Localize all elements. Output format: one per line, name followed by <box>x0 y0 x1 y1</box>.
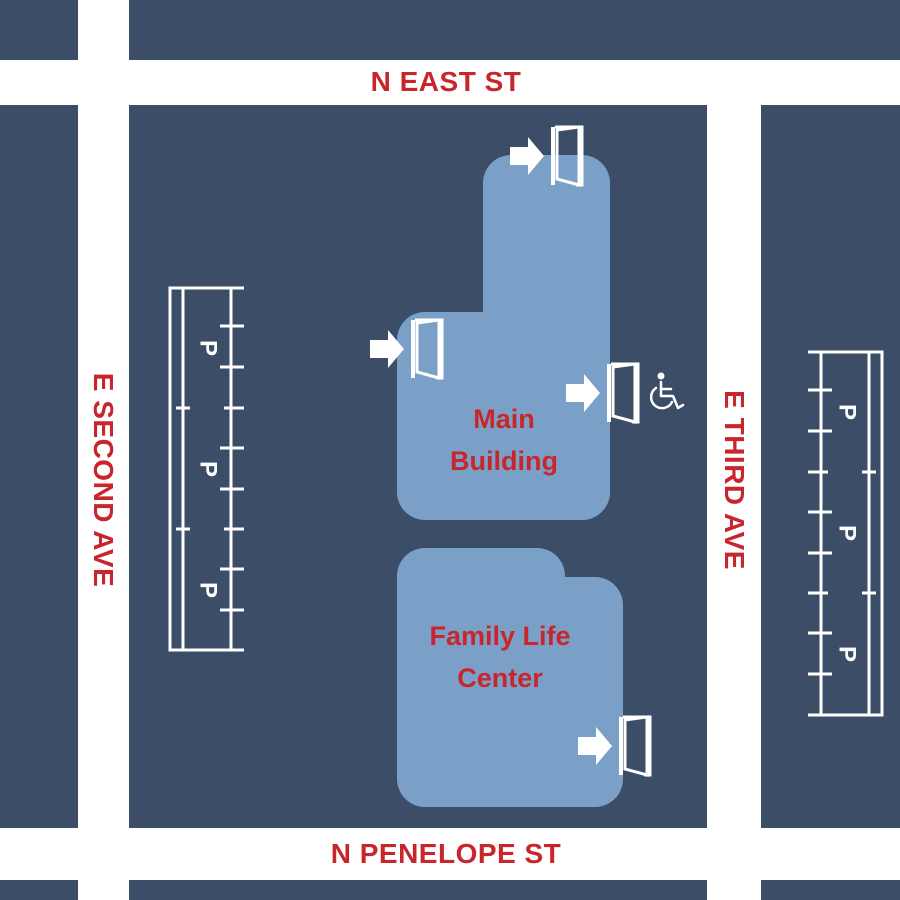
parking-lot-east-dividers <box>808 352 876 715</box>
parking-symbol: P <box>834 404 861 420</box>
parking-lot-east[interactable]: P P P <box>808 350 884 717</box>
block-left <box>0 105 78 828</box>
parking-symbol: P <box>195 340 222 356</box>
main-building-label: Main Building <box>450 398 558 482</box>
parking-symbol: P <box>834 646 861 662</box>
wheelchair-accessible-icon <box>649 372 685 410</box>
main-building-wing[interactable] <box>397 312 610 520</box>
parking-lot-east-outline <box>808 350 884 717</box>
family-life-center-label: Family Life Center <box>429 615 570 699</box>
block-bottom-center <box>129 880 707 900</box>
main-building-label-line1: Main <box>473 404 535 434</box>
family-life-center-label-line1: Family Life <box>429 621 571 651</box>
family-life-center-body[interactable] <box>397 577 623 807</box>
parking-lot-west-outline <box>168 286 244 652</box>
block-bottom-left <box>0 880 78 900</box>
main-building-label-line2: Building <box>450 446 558 476</box>
street-label-south: N PENELOPE ST <box>330 838 562 869</box>
parking-symbol: P <box>195 461 222 477</box>
street-label-north: N EAST ST <box>370 66 522 97</box>
entrance-door-arrow-icon[interactable] <box>578 715 652 777</box>
block-bottom-right <box>761 880 900 900</box>
parking-symbol: P <box>834 525 861 541</box>
family-life-center-label-line2: Center <box>457 663 543 693</box>
entrance-door-arrow-icon[interactable] <box>566 362 640 424</box>
entrance-door-arrow-icon[interactable] <box>510 125 584 187</box>
block-top-left <box>0 0 78 60</box>
block-right <box>761 105 900 828</box>
parking-lot-west[interactable]: P P P <box>168 286 244 652</box>
block-top-main <box>129 0 900 60</box>
parking-symbol: P <box>195 582 222 598</box>
parking-lot-west-dividers <box>176 286 244 650</box>
entrance-door-arrow-icon[interactable] <box>370 318 444 380</box>
